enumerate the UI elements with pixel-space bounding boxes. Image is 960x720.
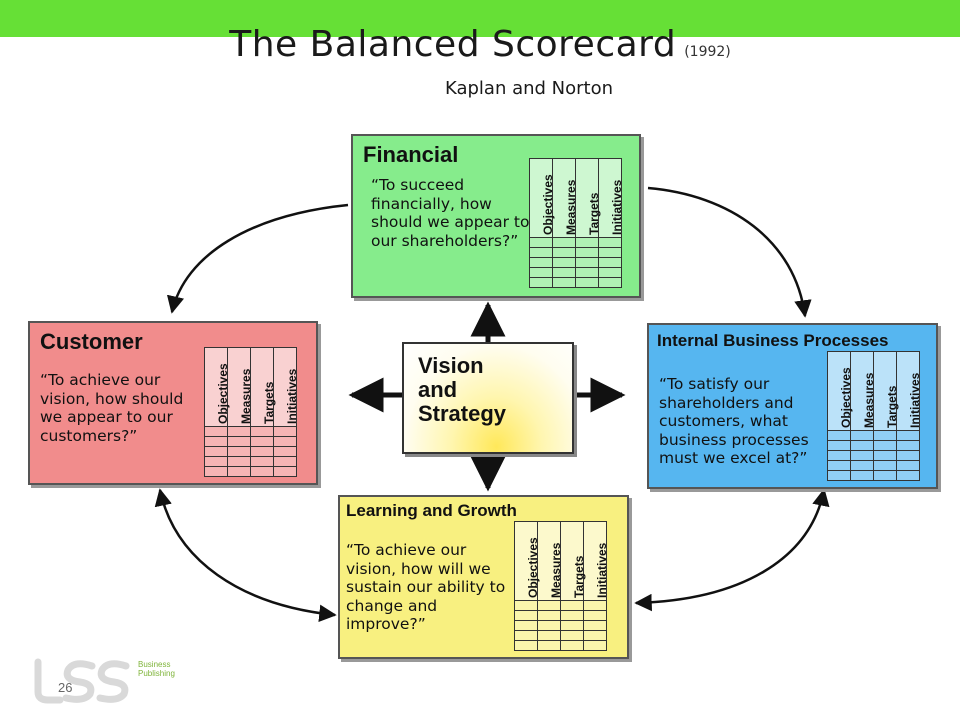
learning-growth-perspective-box: Learning and Growth “To achieve our visi… xyxy=(338,495,629,659)
internal-matrix: Objectives Measures Targets Initiatives xyxy=(827,351,922,481)
learning-question: “To achieve our vision, how will we sust… xyxy=(346,541,506,633)
matrix-header-cell: Initiatives xyxy=(273,347,299,427)
publisher-logo: Business Publishing xyxy=(34,658,175,704)
matrix-label-initiatives: Initiatives xyxy=(610,179,624,235)
arrow-financial-to-customer xyxy=(166,203,349,314)
slide-subtitle: Kaplan and Norton xyxy=(444,78,614,99)
title-text: The Balanced Scorecard xyxy=(229,24,677,65)
matrix-header-cell: Initiatives xyxy=(583,521,609,601)
logo-text: Business Publishing xyxy=(138,660,175,678)
matrix-header-cell: Objectives xyxy=(529,158,555,238)
arrow-internal-learning xyxy=(634,488,830,612)
matrix-header-cell: Measures xyxy=(537,521,563,601)
vision-strategy-box: Vision and Strategy xyxy=(402,342,574,454)
slide-title: The Balanced Scorecard (1992) xyxy=(0,24,960,65)
learning-heading: Learning and Growth xyxy=(346,501,517,520)
matrix-header-cell: Targets xyxy=(575,158,601,238)
matrix-header-cell: Measures xyxy=(850,351,876,431)
financial-heading: Financial xyxy=(363,142,459,167)
matrix-header-cell: Initiatives xyxy=(598,158,624,238)
vision-strategy-label: Vision and Strategy xyxy=(418,353,507,426)
customer-question: “To achieve our vision, how should we ap… xyxy=(40,371,184,445)
matrix-header-cell: Measures xyxy=(552,158,578,238)
matrix-header-cell: Initiatives xyxy=(896,351,922,431)
customer-matrix: Objectives Measures Targets Initiatives xyxy=(204,347,299,477)
arrow-financial-to-internal xyxy=(647,186,812,318)
matrix-label-initiatives: Initiatives xyxy=(595,542,609,598)
matrix-header-cell: Targets xyxy=(250,347,276,427)
financial-matrix: Objectives Measures Targets Initiatives xyxy=(529,158,624,288)
matrix-header-cell: Objectives xyxy=(514,521,540,601)
matrix-header-cell: Targets xyxy=(560,521,586,601)
learning-matrix: Objectives Measures Targets Initiatives xyxy=(514,521,609,651)
matrix-label-initiatives: Initiatives xyxy=(908,372,922,428)
matrix-header-cell: Measures xyxy=(227,347,253,427)
matrix-header-cell: Objectives xyxy=(827,351,853,431)
financial-question: “To succeed financially, how should we a… xyxy=(371,176,530,250)
top-accent-bar xyxy=(0,0,960,37)
matrix-header-cell: Targets xyxy=(873,351,899,431)
matrix-header-cell: Objectives xyxy=(204,347,230,427)
financial-perspective-box: Financial “To succeed financially, how s… xyxy=(351,134,641,298)
matrix-label-initiatives: Initiatives xyxy=(285,368,299,424)
logo-mark-icon xyxy=(34,658,130,704)
internal-question: “To satisfy our shareholders and custome… xyxy=(659,375,809,467)
title-year: (1992) xyxy=(684,44,731,60)
internal-heading: Internal Business Processes xyxy=(657,331,889,350)
internal-processes-perspective-box: Internal Business Processes “To satisfy … xyxy=(647,323,938,489)
arrow-customer-learning xyxy=(154,488,337,623)
page-number: 26 xyxy=(58,680,73,695)
customer-perspective-box: Customer “To achieve our vision, how sho… xyxy=(28,321,318,485)
customer-heading: Customer xyxy=(40,329,143,354)
